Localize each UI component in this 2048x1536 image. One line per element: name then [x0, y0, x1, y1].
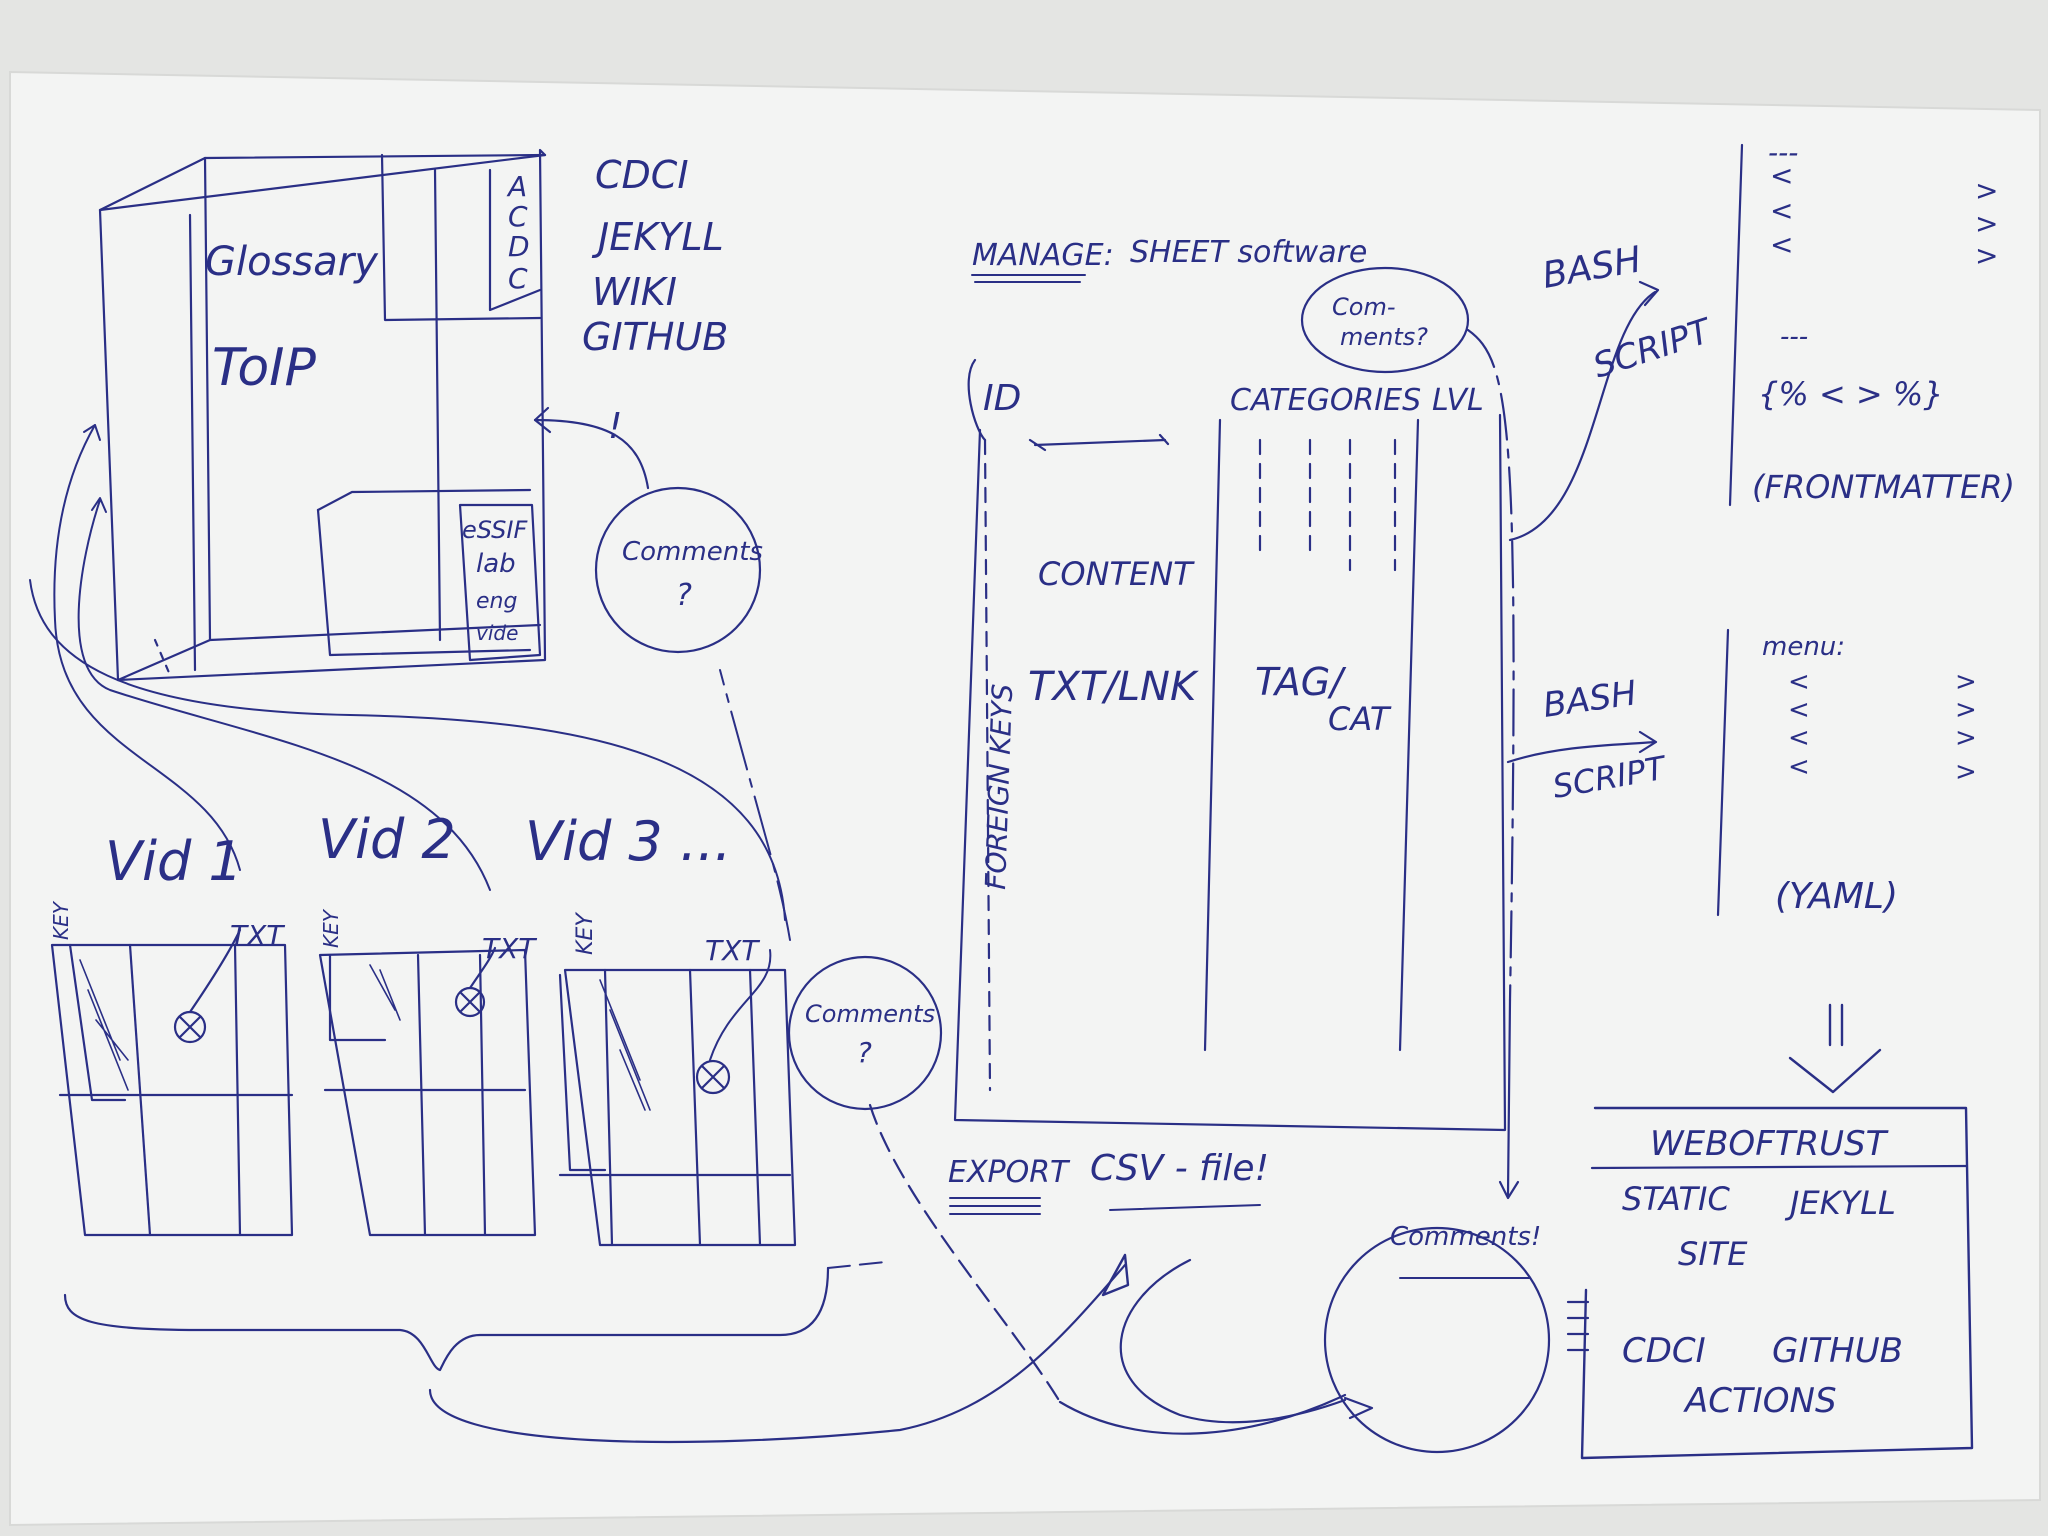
frontmatter-liquid: {% < > %} [1758, 375, 1944, 413]
box-side-letters: A C D C [506, 170, 530, 295]
yaml-close: > [1955, 757, 1977, 787]
csv-flow [1119, 1258, 1347, 1424]
comments-label: Comments [622, 537, 763, 567]
side-letter: A [506, 170, 527, 203]
inner-label: lab [476, 549, 516, 579]
frontmatter-open: < [1770, 228, 1793, 261]
video-title: Vid 1 [105, 830, 243, 893]
frontmatter-block: --- < > < > < > --- {% < > %} (FRONTMATT… [1728, 136, 2015, 507]
sheet-table [953, 358, 1507, 1132]
brace-arrow [428, 1263, 1127, 1444]
side-letter: C [508, 200, 528, 233]
manage-word: MANAGE: [972, 238, 1114, 273]
brace-arrow-head [1101, 1253, 1130, 1297]
paper-sheet [9, 70, 2041, 1527]
inner-label: vide [476, 621, 518, 645]
brace-link [827, 1261, 886, 1269]
tool-label: GITHUB [582, 315, 728, 359]
frontmatter-open: < [1770, 159, 1793, 192]
foreign-keys-label: FOREIGN KEYS [979, 683, 1019, 890]
sheet-content-label: CONTENT [1038, 555, 1195, 593]
yaml-close: > [1955, 695, 1977, 725]
frontmatter-dashes: --- [1768, 136, 1798, 169]
sheet-id-label: ID [983, 378, 1021, 419]
yaml-open: < [1788, 723, 1810, 753]
sheet-categories-label: CATEGORIES [1230, 383, 1421, 418]
yaml-open: < [1788, 695, 1810, 725]
export-word: EXPORT [948, 1155, 1071, 1190]
video-txt-label: TXT [230, 919, 285, 952]
glossary-box [98, 148, 547, 682]
tools-list: CDCI JEKYLL WIKI GITHUB [582, 153, 728, 359]
weboftrust-line4: ACTIONS [1683, 1381, 1837, 1421]
yaml-close: > [1955, 667, 1977, 697]
yaml-caption: (YAML) [1775, 876, 1898, 917]
frontmatter-dashes-2: --- [1780, 322, 1808, 352]
comments-lower-bubble: Comments ? [787, 955, 1347, 1435]
yaml-menu: menu: [1762, 632, 1845, 662]
comments-small-line2: ments? [1340, 323, 1428, 351]
comments-bubble: Comments ? [533, 406, 763, 654]
comments-lower-mark: ? [857, 1036, 872, 1069]
video-txt-label: TXT [482, 932, 537, 965]
video-tables: Vid 1 Vid 2 Vid 3 ... KEY KEY KEY TXT TX… [49, 808, 797, 1247]
frontmatter-close: > [1975, 239, 1998, 272]
side-letter: C [508, 262, 528, 295]
video-title: Vid 3 ... [525, 810, 731, 873]
export-rest: CSV - file! [1090, 1148, 1269, 1189]
inner-label: eng [476, 589, 517, 614]
connector-curves [29, 424, 791, 1061]
frontmatter-caption: (FRONTMATTER) [1752, 468, 2015, 506]
weboftrust-title: WEBOFTRUST [1650, 1124, 1889, 1164]
inner-label: eSSIF [462, 516, 528, 544]
manage-underline [971, 274, 1086, 283]
sheet-tag-label: TAG/ [1255, 660, 1347, 704]
side-letter: D [508, 230, 530, 263]
comments-mark: ? [676, 578, 692, 613]
inner-box-labels: eSSIF lab eng vide [462, 516, 528, 645]
manage-rest: SHEET software [1130, 235, 1367, 270]
tool-label: WIKI [592, 270, 677, 314]
video-title: Vid 2 [318, 808, 456, 871]
yaml-close: > [1955, 723, 1977, 753]
video-brace [63, 1266, 830, 1372]
video-key-label: KEY [49, 900, 73, 940]
sheet-lvl-label: LVL [1432, 383, 1484, 418]
weboftrust-line3a: CDCI [1622, 1331, 1706, 1371]
toip-label: ToIP [212, 338, 316, 398]
sheet-txt-lnk-label: TXT/LNK [1028, 664, 1199, 710]
weboftrust-line3b: GITHUB [1772, 1331, 1903, 1371]
yaml-open: < [1788, 752, 1810, 782]
video-txt-label: TXT [705, 934, 760, 967]
comments-final-bubble: Comments! [1323, 1222, 1590, 1454]
video-key-label: KEY [319, 908, 343, 948]
glossary-label: Glossary [205, 239, 379, 285]
exclaim-mark: ! [608, 406, 622, 447]
comments-small-line1: Com- [1332, 293, 1395, 321]
frontmatter-close: > [1975, 207, 1998, 240]
frontmatter-close: > [1975, 174, 1998, 207]
weboftrust-line1a: STATIC [1622, 1180, 1730, 1218]
yaml-open: < [1788, 667, 1810, 697]
yaml-block: menu: < > < > < > < > (YAML) [1716, 628, 1977, 917]
comments-final-label: Comments! [1390, 1222, 1541, 1252]
video-key-label: KEY [573, 912, 598, 955]
tool-label: CDCI [595, 153, 689, 197]
comments-lower-label: Comments [805, 1000, 935, 1028]
tool-label: JEKYLL [591, 215, 724, 259]
down-arrow [1788, 1003, 1882, 1094]
sheet-cat-label: CAT [1328, 700, 1392, 738]
frontmatter-open: < [1770, 194, 1793, 227]
weboftrust-box: WEBOFTRUST STATIC JEKYLL SITE CDCI GITHU… [1580, 1106, 1974, 1460]
weboftrust-line2: SITE [1678, 1235, 1748, 1273]
export-underline [949, 1197, 1261, 1215]
comments-small-bubble: Com- ments? [1300, 266, 1520, 1200]
weboftrust-line1b: JEKYLL [1784, 1184, 1896, 1222]
